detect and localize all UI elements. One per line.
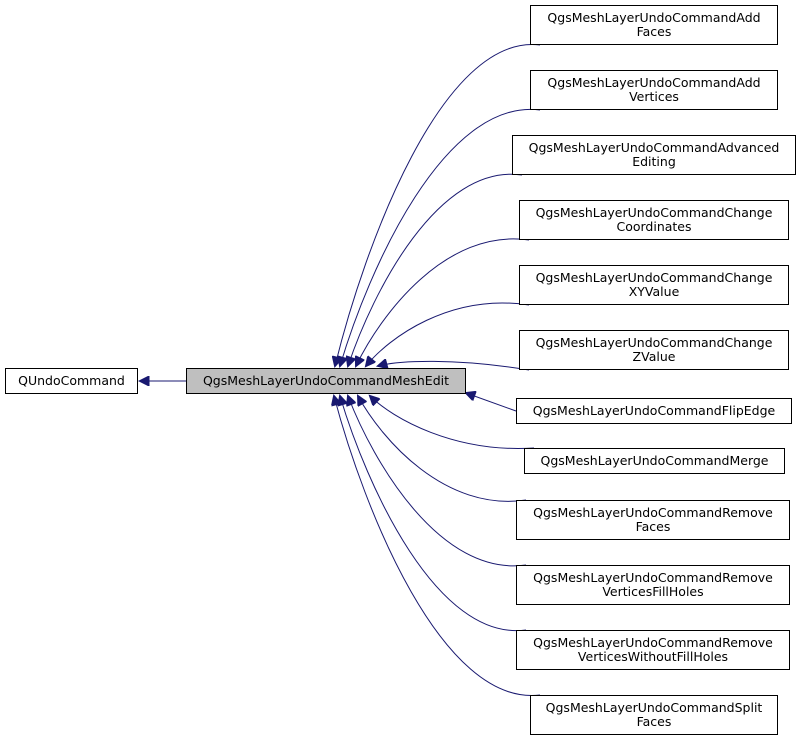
class-label-line: QgsMeshLayerUndoCommandSplit: [545, 700, 763, 715]
inheritance-edge: [334, 396, 541, 696]
class-label-line: Faces: [635, 519, 671, 534]
class-label-line: QgsMeshLayerUndoCommandFlipEdge: [532, 403, 776, 418]
class-label-line: QgsMeshLayerUndoCommandMerge: [540, 453, 769, 468]
class-label-line: QgsMeshLayerUndoCommandChange: [535, 205, 773, 220]
class-label-line: QgsMeshLayerUndoCommandChange: [535, 335, 773, 350]
class-label-line: Editing: [632, 154, 676, 169]
class-label-line: Coordinates: [616, 219, 692, 234]
class-label-line: ZValue: [632, 349, 676, 364]
class-label: QUndoCommand: [18, 373, 125, 388]
class-node-child[interactable]: QgsMeshLayerUndoCommandFlipEdge: [516, 398, 792, 424]
inheritance-edge: [358, 396, 527, 502]
class-node-meshedit[interactable]: QgsMeshLayerUndoCommandMeshEdit: [186, 368, 466, 394]
class-label-line: QgsMeshLayerUndoCommandAdd: [547, 75, 761, 90]
inheritance-edge: [378, 361, 530, 371]
inheritance-edge: [356, 238, 530, 366]
class-label-line: VerticesFillHoles: [602, 584, 704, 599]
inheritance-edge: [370, 396, 535, 449]
inheritance-edge: [466, 393, 517, 412]
inheritance-edge: [335, 44, 541, 366]
class-label-line: Vertices: [629, 89, 679, 104]
class-label-line: QgsMeshLayerUndoCommandAdd: [547, 10, 761, 25]
inheritance-edge: [348, 173, 523, 366]
class-label-line: XYValue: [628, 284, 680, 299]
class-node-qundocommand[interactable]: QUndoCommand: [5, 368, 138, 394]
class-label: QgsMeshLayerUndoCommandMeshEdit: [202, 373, 450, 388]
class-label-line: Faces: [636, 714, 672, 729]
class-label-line: QgsMeshLayerUndoCommandRemove: [533, 505, 773, 520]
class-label-line: QgsMeshLayerUndoCommandRemove: [533, 570, 773, 585]
inheritance-edge: [348, 396, 527, 567]
inheritance-edge: [366, 302, 530, 366]
class-label-line: QgsMeshLayerUndoCommandRemove: [533, 635, 773, 650]
class-label-line: QgsMeshLayerUndoCommandChange: [535, 270, 773, 285]
class-label-line: VerticesWithoutFillHoles: [577, 649, 729, 664]
class-node-child[interactable]: QgsMeshLayerUndoCommandMerge: [524, 448, 785, 474]
class-label-line: QgsMeshLayerUndoCommandAdvanced: [528, 140, 780, 155]
inheritance-edge: [340, 396, 527, 632]
inheritance-edge: [340, 109, 541, 366]
class-label-line: Faces: [636, 24, 672, 39]
